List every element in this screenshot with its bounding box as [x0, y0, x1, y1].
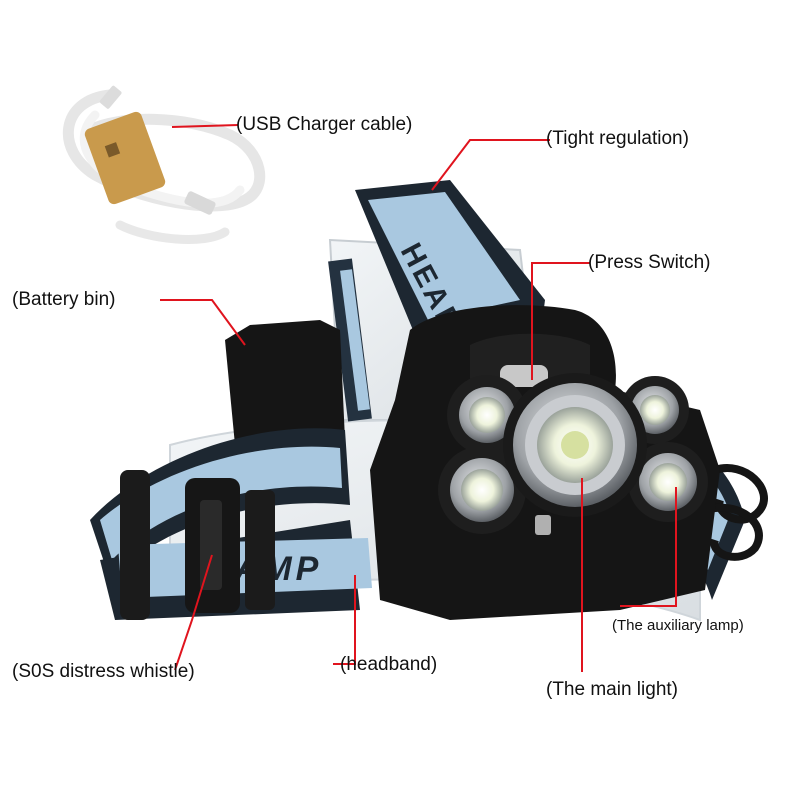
- main-light: [503, 373, 647, 535]
- label-press-switch: (Press Switch): [588, 252, 711, 273]
- callout-lines: [160, 124, 677, 672]
- label-sos-whistle: (S0S distress whistle): [12, 661, 195, 682]
- label-headband: (headband): [340, 654, 438, 675]
- battery-bin: [225, 320, 345, 455]
- usb-cable: [62, 85, 266, 244]
- label-usb-charger-cable: (USB Charger cable): [236, 114, 413, 135]
- top-strap: HEAD: [328, 180, 545, 422]
- label-auxiliary-lamp: (The auxiliary lamp): [612, 617, 744, 634]
- label-main-light: (The main light): [546, 679, 678, 700]
- label-tight-regulation: (Tight regulation): [546, 128, 689, 149]
- label-battery-bin: (Battery bin): [12, 289, 116, 310]
- press-switch: [500, 365, 548, 387]
